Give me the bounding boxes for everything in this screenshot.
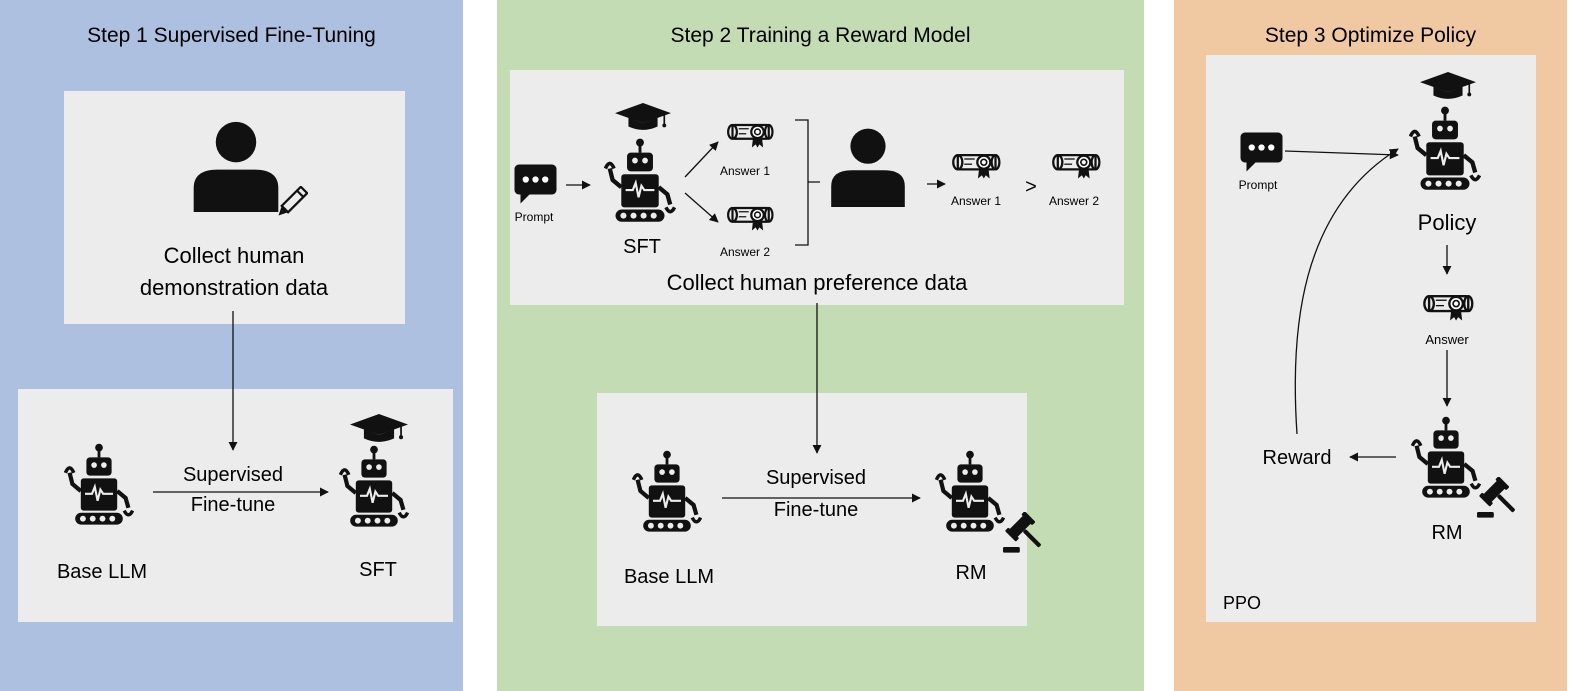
step2-panel: Step 2 Training a Reward Model (497, 0, 1144, 691)
step2-arrow-line2: Fine-tune (773, 499, 859, 521)
graduation-cap-icon (1420, 72, 1476, 100)
graduation-cap-icon (350, 414, 408, 443)
scroll-certificate-icon (1421, 292, 1475, 322)
base-llm-robot-icon (632, 448, 702, 534)
rm-robot-icon (935, 448, 1005, 534)
gavel-icon (1477, 477, 1519, 519)
step3-answer-label: Answer (1425, 332, 1469, 347)
step3-reward-label: Reward (1262, 447, 1332, 469)
step1-arrow-label: Supervised Fine-tune (183, 460, 283, 520)
step2-prompt-label: Prompt (514, 210, 554, 224)
sft-robot-icon (339, 444, 409, 528)
step1-title: Step 1 Supervised Fine-Tuning (87, 24, 376, 47)
step2-ranked-answer1-label: Answer 1 (950, 194, 1002, 208)
step2-greater-than: > (1025, 176, 1037, 198)
step2-sft-label: SFT (623, 236, 661, 258)
step2-collect-label: Collect human preference data (666, 270, 968, 295)
step2-rm-label: RM (955, 562, 987, 584)
step3-ppo-label: PPO (1223, 593, 1262, 613)
chat-bubble-icon (513, 163, 558, 205)
scroll-certificate-icon (725, 204, 775, 232)
step1-collect-line1: Collect human (163, 243, 305, 268)
step2-answer2-label: Answer 2 (719, 245, 771, 259)
step2-answer1-label: Answer 1 (719, 164, 771, 178)
pencil-icon (272, 186, 308, 222)
base-llm-robot-icon (64, 442, 134, 526)
person-icon (190, 120, 282, 212)
chat-bubble-icon (1239, 131, 1284, 173)
person-icon (828, 127, 908, 207)
step1-panel: Step 1 Supervised Fine-Tuning (0, 0, 463, 691)
policy-robot-icon (1409, 104, 1481, 192)
scroll-certificate-icon (1050, 151, 1102, 180)
step1-sft-label: SFT (359, 559, 397, 581)
step1-arrow-line1: Supervised (182, 464, 284, 486)
step2-ranked-answer2-label: Answer 2 (1048, 194, 1100, 208)
step2-base-label: Base LLM (623, 566, 715, 588)
step1-collect-label: Collect human demonstration data (140, 240, 328, 304)
step2-arrow-label: Supervised Fine-tune (766, 462, 866, 526)
step3-panel: Step 3 Optimize Policy (1174, 0, 1567, 691)
step2-title: Step 2 Training a Reward Model (670, 24, 971, 47)
graduation-cap-icon (615, 103, 671, 131)
rm-robot-icon (1411, 414, 1481, 500)
step3-rm-label: RM (1431, 522, 1463, 544)
step1-arrow-line2: Fine-tune (190, 494, 276, 516)
step2-arrow-line1: Supervised (765, 467, 867, 489)
step1-collect-line2: demonstration data (139, 275, 329, 300)
scroll-certificate-icon (725, 121, 775, 149)
step3-policy-label: Policy (1417, 210, 1477, 235)
sft-robot-icon (604, 136, 676, 224)
gavel-icon (1003, 512, 1045, 554)
step3-title: Step 3 Optimize Policy (1264, 24, 1477, 47)
step1-base-label: Base LLM (56, 561, 148, 583)
scroll-certificate-icon (950, 151, 1002, 180)
step3-prompt-label: Prompt (1238, 178, 1278, 192)
